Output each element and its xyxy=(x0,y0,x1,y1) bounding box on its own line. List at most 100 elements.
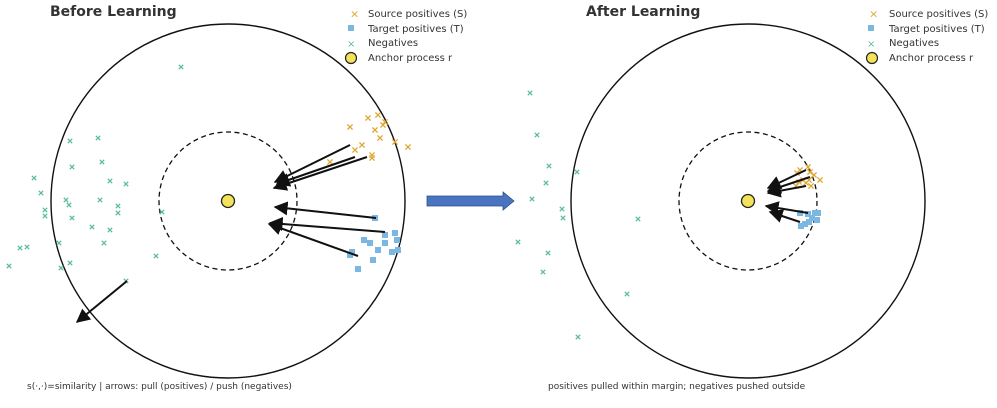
target-positive-point xyxy=(375,247,381,253)
negative-point xyxy=(107,178,113,184)
legend-anchor-label: Anchor process r xyxy=(889,53,974,64)
negative-point xyxy=(115,210,121,216)
negatives-group xyxy=(515,90,641,340)
legend-anchor-icon xyxy=(344,51,358,65)
legend-source-icon: × xyxy=(350,8,359,21)
pull-push-arrow xyxy=(272,156,368,191)
transition-arrow-icon xyxy=(426,191,515,211)
legend-target-icon xyxy=(868,25,874,31)
negative-point xyxy=(534,132,540,138)
legend-target-icon xyxy=(348,25,354,31)
negative-point xyxy=(24,244,30,250)
target-positive-point xyxy=(370,257,376,263)
negative-point xyxy=(115,203,121,209)
pull-push-arrow xyxy=(275,156,356,187)
source-positive-point xyxy=(379,121,387,129)
target-positive-point xyxy=(806,219,812,225)
source-positive-point xyxy=(376,134,384,142)
negative-point xyxy=(545,250,551,256)
negative-point xyxy=(38,190,44,196)
pull-push-arrow xyxy=(764,201,809,215)
outer-boundary-circle xyxy=(570,23,926,379)
panel-after: After Learning × Source positives (S) Ta… xyxy=(515,4,988,392)
panel-caption: s(·,·)=similarity | arrows: pull (positi… xyxy=(27,382,292,392)
outer-boundary-circle xyxy=(50,23,406,379)
target-positive-point xyxy=(395,247,401,253)
negative-point xyxy=(560,215,566,221)
target-positives-group xyxy=(347,215,401,272)
negative-point xyxy=(101,240,107,246)
target-positive-point xyxy=(382,232,388,238)
pull-push-arrow xyxy=(273,201,377,219)
source-positive-point xyxy=(391,138,399,146)
target-positive-point xyxy=(382,240,388,246)
negative-point xyxy=(17,245,23,251)
arrows-group xyxy=(75,144,386,323)
legend: × Source positives (S) Target positives … xyxy=(865,8,988,65)
legend-negative: × Negatives xyxy=(867,38,939,50)
target-positive-point xyxy=(389,249,395,255)
target-positive-point xyxy=(798,223,804,229)
negative-point xyxy=(515,239,521,245)
legend-negative-icon: × xyxy=(347,39,355,50)
negative-point xyxy=(67,260,73,266)
negative-point xyxy=(67,138,73,144)
source-positive-point xyxy=(368,154,376,162)
negative-point xyxy=(624,291,630,297)
anchor-point xyxy=(740,193,756,209)
target-positive-point xyxy=(394,237,400,243)
panel-before: Before Learning × Source positives (S) T… xyxy=(6,4,467,392)
negatives-group xyxy=(6,64,184,284)
source-positive-point xyxy=(381,118,389,126)
pull-push-arrow xyxy=(267,221,359,257)
legend-negative: × Negatives xyxy=(347,38,418,50)
negative-point xyxy=(56,240,62,246)
negative-point xyxy=(575,334,581,340)
negative-point xyxy=(6,263,12,269)
legend-source: × Source positives (S) xyxy=(869,8,988,21)
negative-point xyxy=(97,197,103,203)
legend-source-icon: × xyxy=(869,8,878,21)
margin-dashed-circle xyxy=(158,131,298,271)
target-positive-point xyxy=(355,266,361,272)
pull-push-arrow xyxy=(268,217,386,233)
legend-anchor-icon xyxy=(865,51,879,65)
negative-point xyxy=(58,265,64,271)
negative-point xyxy=(69,164,75,170)
negative-point xyxy=(107,227,113,233)
target-positive-point xyxy=(367,240,373,246)
panel-caption: positives pulled within margin; negative… xyxy=(548,382,806,392)
anchor-point xyxy=(220,193,236,209)
margin-dashed-circle xyxy=(678,131,818,271)
legend-anchor: Anchor process r xyxy=(865,51,974,65)
negative-point xyxy=(527,90,533,96)
panel-title: After Learning xyxy=(586,4,700,20)
negative-point xyxy=(123,181,129,187)
source-positive-point xyxy=(346,123,354,131)
source-positive-point xyxy=(807,182,815,190)
target-positive-point xyxy=(809,215,815,221)
target-positive-point xyxy=(347,252,353,258)
target-positive-point xyxy=(797,210,803,216)
negative-point xyxy=(543,180,549,186)
negative-point xyxy=(89,224,95,230)
negative-point xyxy=(42,207,48,213)
target-positives-group xyxy=(797,210,821,229)
legend: × Source positives (S) Target positives … xyxy=(344,8,467,65)
negative-point xyxy=(529,196,535,202)
source-positive-point xyxy=(326,158,334,166)
legend-negative-icon: × xyxy=(867,39,875,50)
pull-push-arrow xyxy=(768,209,801,223)
target-positive-point xyxy=(361,237,367,243)
pull-push-arrow xyxy=(766,183,807,198)
source-positive-point xyxy=(351,146,359,154)
negative-point xyxy=(42,213,48,219)
legend-source: × Source positives (S) xyxy=(350,8,467,21)
source-positives-group xyxy=(792,163,824,190)
source-positive-point xyxy=(804,163,812,171)
panel-title: Before Learning xyxy=(50,4,177,20)
target-positive-point xyxy=(802,221,808,227)
legend-anchor: Anchor process r xyxy=(344,51,453,65)
negative-point xyxy=(178,64,184,70)
